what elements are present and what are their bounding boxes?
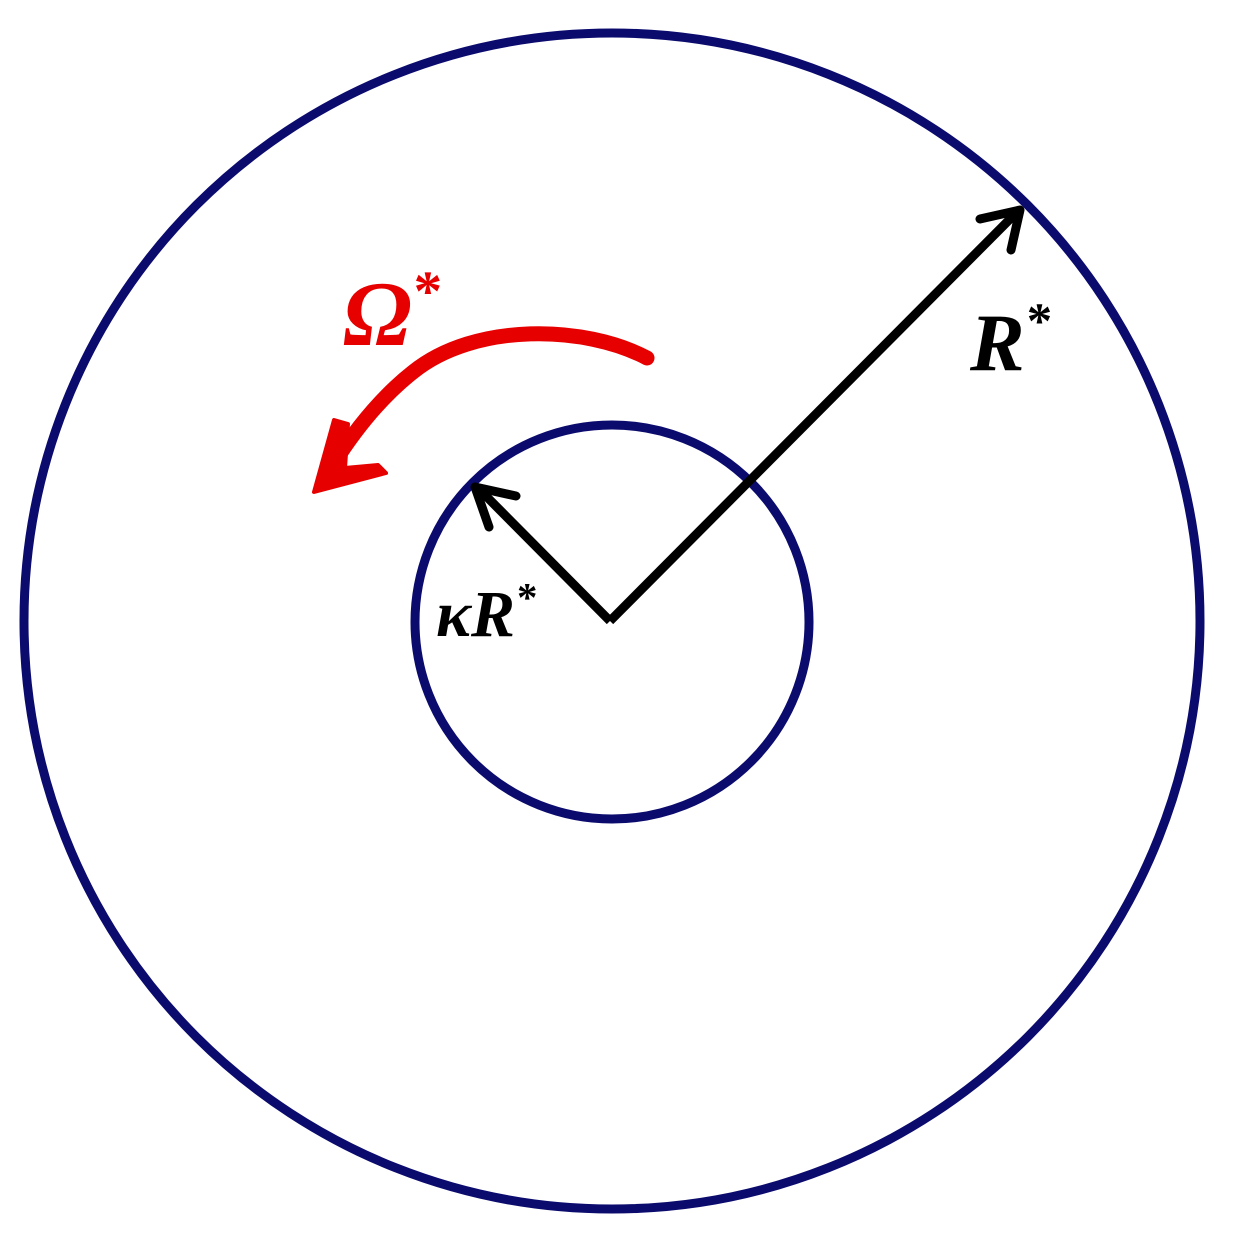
outer-radius-label: R* bbox=[970, 296, 1052, 384]
inner-radius-label: κR* bbox=[436, 577, 537, 648]
inner-cylinder bbox=[410, 420, 814, 824]
outer-radius-superscript: * bbox=[1026, 293, 1053, 350]
rotation-arrowhead bbox=[312, 418, 388, 494]
inner-radius-symbol: κR bbox=[436, 578, 515, 651]
outer-radius-symbol: R bbox=[970, 297, 1025, 388]
outer-cylinder bbox=[19, 28, 1205, 1214]
rotation-rate-superscript: * bbox=[413, 259, 443, 323]
outer-radius-arrowhead bbox=[975, 205, 1025, 255]
inner-radius-arrow-icon bbox=[470, 482, 614, 625]
inner-radius-shaft bbox=[476, 486, 614, 625]
rotation-arc bbox=[326, 326, 655, 471]
outer-radius-arrow-icon bbox=[606, 205, 1025, 625]
outer-radius-shaft bbox=[606, 209, 1020, 625]
rotation-arrow-icon bbox=[312, 326, 655, 494]
inner-radius-arrowhead bbox=[470, 482, 521, 532]
rotation-rate-label: Ω* bbox=[343, 263, 442, 360]
inner-radius-superscript: * bbox=[517, 574, 538, 620]
rotation-rate-symbol: Ω bbox=[343, 263, 412, 365]
